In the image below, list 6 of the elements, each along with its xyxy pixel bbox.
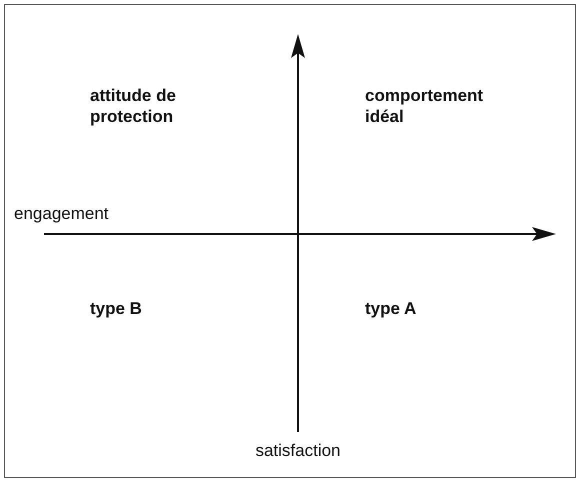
axis-label: engagement [14,203,110,224]
quadrant-label: type B [90,298,143,319]
quadrant-label: attitude de protection [90,85,177,127]
quadrant-label: type A [365,298,418,319]
quadrant-label: comportement idéal [365,85,484,127]
axis-label: satisfaction [254,440,342,461]
